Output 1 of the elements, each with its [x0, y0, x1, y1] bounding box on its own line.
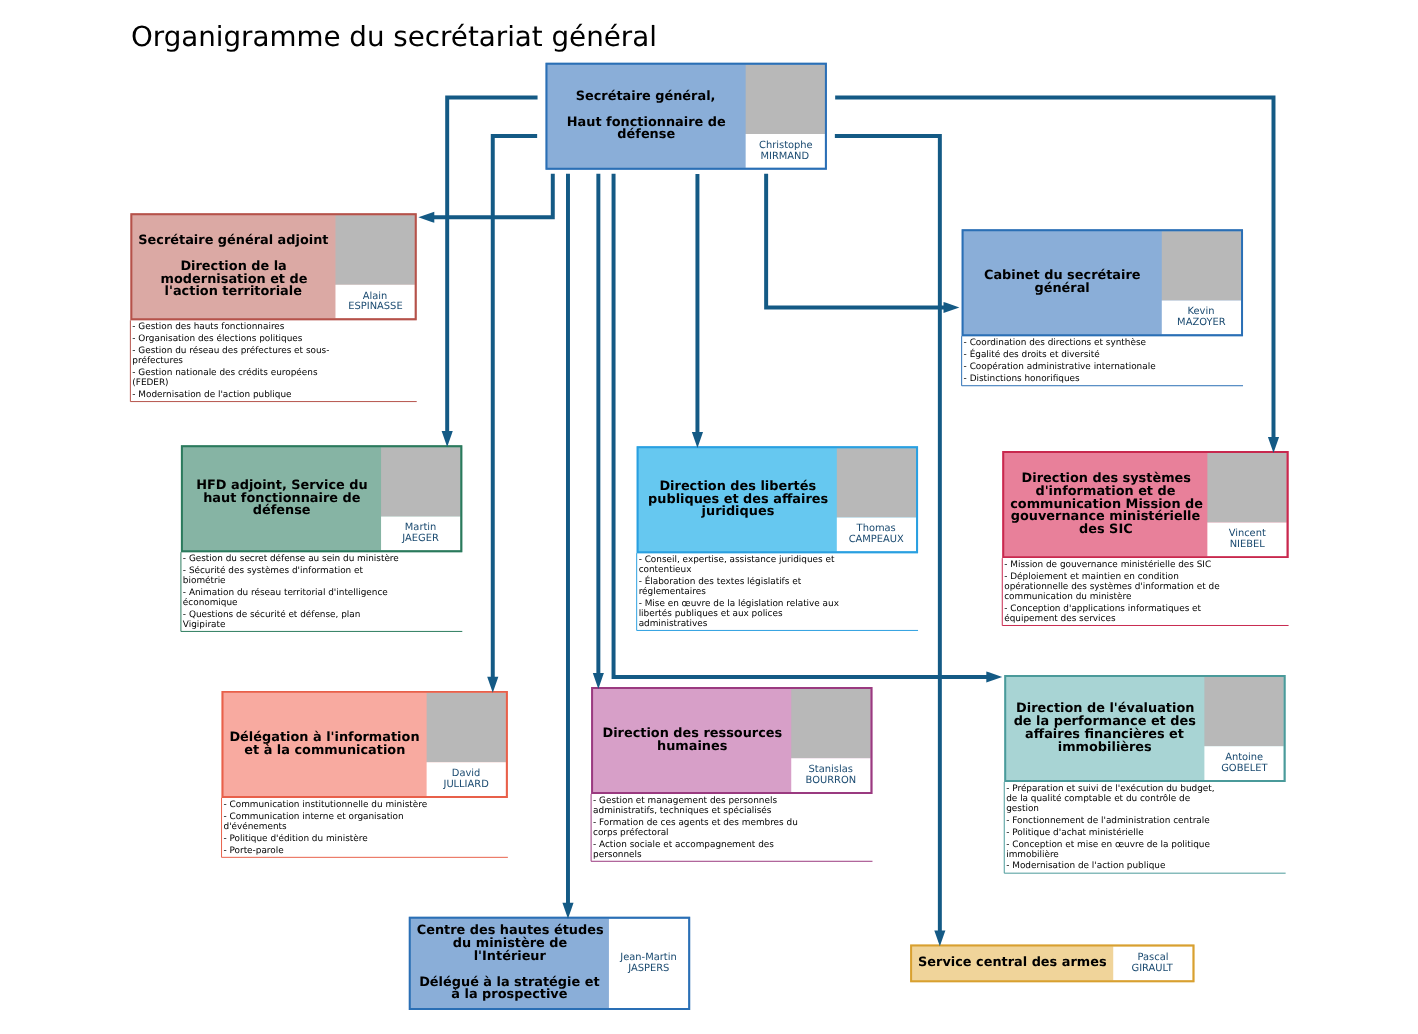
diagram-title: Organigramme du secrétariat général: [130, 22, 657, 55]
